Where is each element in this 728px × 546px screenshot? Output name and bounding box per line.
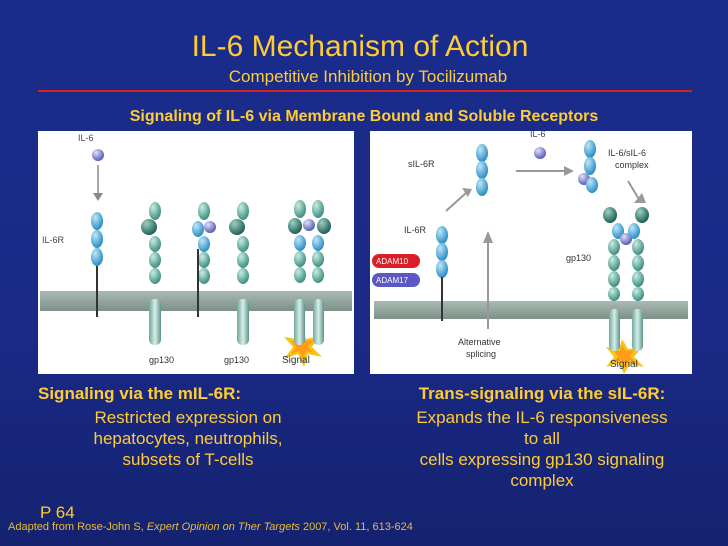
active-signaling-complex <box>284 200 331 367</box>
il6-label: IL-6 <box>530 131 546 139</box>
arrow-right-icon <box>564 166 574 176</box>
il6-label: IL-6 <box>78 133 94 143</box>
trans-signaling-caption: Trans-signaling via the sIL-6R: Expands … <box>356 384 728 491</box>
il6-sil6r-complex <box>578 140 598 193</box>
il6r-label: IL-6R <box>404 225 427 235</box>
trans-signaling-diagram: IL-6 sIL-6R IL-6/sIL-6 complex Alternati… <box>370 129 692 374</box>
alternative-splicing-label: splicing <box>466 349 496 359</box>
complex-label: complex <box>615 160 649 170</box>
complex-label: IL-6/sIL-6 <box>608 148 646 158</box>
slide-subtitle: Competitive Inhibition by Tocilizumab <box>228 67 508 86</box>
il6r-receptor <box>91 212 103 317</box>
caption-line: hepatocytes, neutrophils, <box>93 429 283 448</box>
trans-signaling-complex <box>603 207 649 374</box>
citation: Adapted from Rose-John S, Expert Opinion… <box>8 521 413 533</box>
classic-signaling-caption: Signaling via the mIL-6R: Restricted exp… <box>38 384 338 470</box>
caption-line: to all <box>524 429 560 448</box>
cell-membrane <box>40 291 352 311</box>
caption-heading: Trans-signaling via the sIL-6R: <box>418 384 666 403</box>
caption-line: complex <box>510 471 574 490</box>
classic-signaling-diagram: IL-6 IL-6R <box>38 131 354 374</box>
page-number: P 64 <box>40 503 75 522</box>
adam17-label: ADAM17 <box>376 276 409 285</box>
trans-signaling-figure: IL-6 sIL-6R IL-6/sIL-6 complex Alternati… <box>370 129 692 374</box>
il6-ligand <box>534 147 546 159</box>
arrow-up-icon <box>462 188 472 197</box>
slide-title: IL-6 Mechanism of Action <box>191 30 529 63</box>
section-heading: Signaling of IL-6 via Membrane Bound and… <box>129 108 599 125</box>
caption-line: Restricted expression on <box>94 408 282 427</box>
adam10-label: ADAM10 <box>376 257 409 266</box>
caption-heading: Signaling via the mIL-6R: <box>38 384 242 403</box>
il6-receptor-complex <box>192 202 216 317</box>
il6r-label: IL-6R <box>42 235 65 245</box>
arrow-up-icon <box>483 231 493 243</box>
gp130-receptor <box>229 202 249 345</box>
adam17-protease <box>372 273 420 287</box>
arrow-down-icon <box>634 193 646 203</box>
caption-line: cells expressing gp130 signaling <box>419 450 665 469</box>
adam10-protease <box>372 254 420 268</box>
arrow-down-icon <box>93 193 103 201</box>
alternative-splicing-label: Alternative <box>458 337 501 347</box>
il6r-receptor <box>436 226 448 321</box>
signal-label: Signal <box>282 355 310 366</box>
classic-signaling-figure: IL-6 IL-6R <box>38 131 354 374</box>
caption-line: subsets of T-cells <box>122 450 254 469</box>
il6-ligand <box>92 149 104 161</box>
sil6r-label: sIL-6R <box>408 159 435 169</box>
title-divider <box>38 90 692 92</box>
gp130-label: gp130 <box>224 355 249 365</box>
gp130-label: gp130 <box>566 253 591 263</box>
gp130-label: gp130 <box>149 355 174 365</box>
caption-line: Expands the IL-6 responsiveness <box>416 408 668 427</box>
gp130-receptor <box>141 202 161 345</box>
signal-label: Signal <box>610 359 638 370</box>
soluble-il6r <box>476 144 488 196</box>
